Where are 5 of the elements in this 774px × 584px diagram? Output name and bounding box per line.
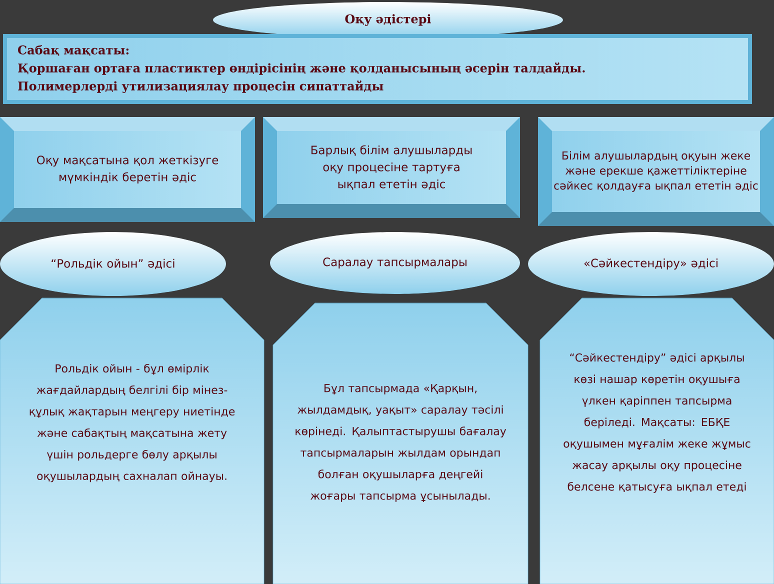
method-box: Барлық білім алушыларды оқу процесіне тартуға ықпал ететін әдіс [263, 117, 520, 218]
description-panel: Бұл тапсырмада «Қарқын, жылдамдық, уақыт» саралау тәсілі көрінеді. Қалыптастырушы бағалау тапсырмаларын жылдам орындап болған оқушыларға деңгейі жоғары тапсырма ұсынылады. [272, 302, 528, 584]
goal-box: Сабақ мақсаты: Қоршаған ортаға пластиктер өндірісінің және қолданысының әсерін талдайды. Полимерлерді утилизациялау процесін сипаттайды [3, 34, 752, 104]
method-box: Білім алушылардың оқуын жеке және ерекше қажеттіліктеріне сәйкес қолдауға ықпал ететін әдіс [538, 117, 774, 226]
method-box: Оқу мақсатына қол жеткізуге мүмкіндік беретін әдіс [0, 117, 255, 222]
